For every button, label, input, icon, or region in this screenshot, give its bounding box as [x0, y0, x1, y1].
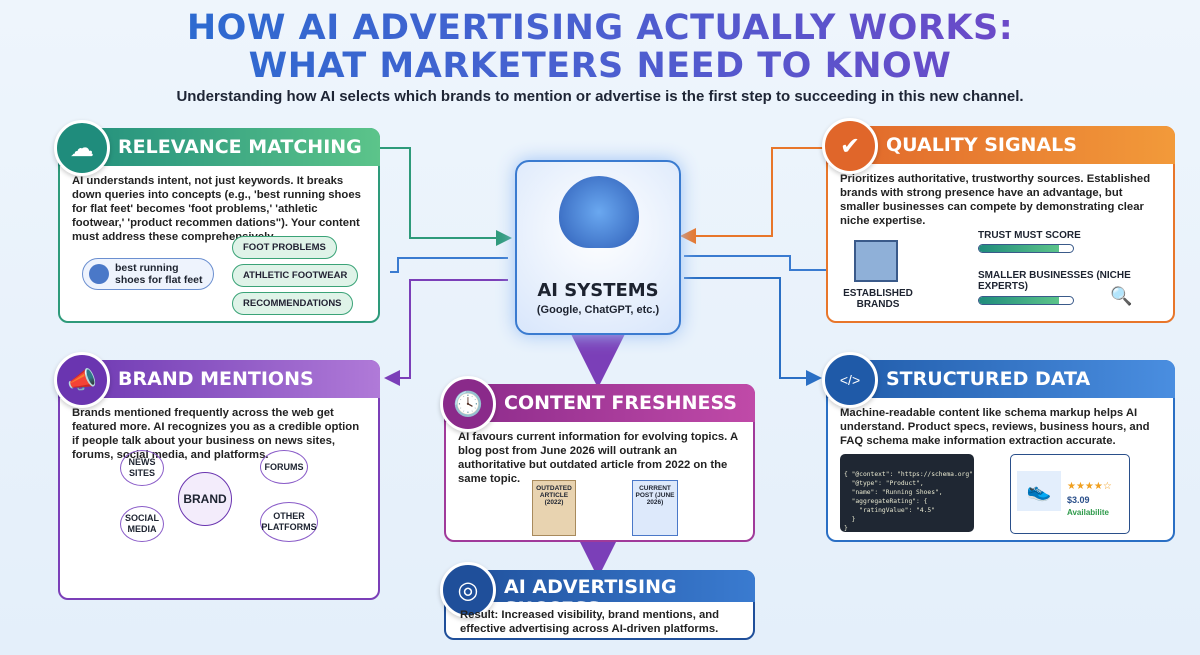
quality-text: Prioritizes authoritative, trustworthy s… — [840, 173, 1151, 227]
quality-signals-card: QUALITY SIGNALS ✔ Prioritizes authoritat… — [822, 118, 1175, 323]
brain-chat-icon: ☁ — [54, 120, 110, 176]
clock-icon: 🕓 — [440, 376, 496, 432]
node-news-sites: NEWS SITES — [120, 450, 164, 486]
freshness-text: AI favours current information for evolv… — [458, 431, 738, 485]
success-text: Result: Increased visibility, brand ment… — [460, 609, 720, 635]
established-label: ESTABLISHED BRANDS — [843, 288, 913, 310]
relevance-title: RELEVANCE MATCHING — [118, 136, 362, 158]
shield-check-icon: ✔ — [822, 118, 878, 174]
outdated-label: OUTDATED ARTICLE (2022) — [536, 485, 572, 506]
ai-systems-subtitle: (Google, ChatGPT, etc.) — [536, 304, 660, 316]
shoe-icon: 👟 — [1017, 471, 1061, 511]
title-line-2: WHAT MARKETERS NEED TO KNOW — [0, 46, 1200, 86]
smaller-label: SMALLER BUSINESSES (NICHE EXPERTS) — [978, 270, 1131, 292]
megaphone-icon: 📣 — [54, 352, 110, 408]
target-icon: ◎ — [440, 562, 496, 618]
current-label: CURRENT POST (JUNE 2026) — [635, 485, 675, 506]
smaller-bar — [978, 296, 1074, 305]
node-social-media: SOCIAL MEDIA — [120, 506, 164, 542]
content-freshness-card: CONTENT FRESHNESS 🕓 AI favours current i… — [440, 376, 755, 542]
node-other-platforms: OTHER PLATFORMS — [260, 502, 318, 542]
current-post: CURRENT POST (JUNE 2026) — [632, 480, 678, 536]
node-forums: FORUMS — [260, 450, 308, 484]
structured-data-card: STRUCTURED DATA </> Machine-readable con… — [822, 352, 1175, 542]
rating-stars: ★★★★☆ — [1067, 481, 1112, 492]
ai-systems-box: AI SYSTEMS (Google, ChatGPT, etc.) — [515, 160, 681, 335]
query-text: best running shoes for flat feet — [115, 262, 203, 286]
concept-pill: RECOMMENDATIONS — [232, 292, 353, 315]
brain-gears-icon — [559, 176, 639, 248]
query-bubble: best running shoes for flat feet — [82, 258, 214, 290]
title-line-1: HOW AI ADVERTISING ACTUALLY WORKS: — [0, 8, 1200, 48]
user-icon — [89, 264, 109, 284]
structured-text: Machine-readable content like schema mar… — [840, 407, 1150, 447]
price: $3.09 — [1067, 495, 1090, 505]
structured-title: STRUCTURED DATA — [886, 368, 1091, 390]
schema-code-window: { "@context": "https://schema.org", "@ty… — [840, 454, 974, 532]
product-page: 👟 ★★★★☆ $3.09 Availabilite — [1010, 454, 1130, 534]
code-window-icon: </> — [822, 352, 878, 408]
freshness-title: CONTENT FRESHNESS — [504, 392, 737, 414]
brand-mentions-card: BRAND MENTIONS 📣 Brands mentioned freque… — [54, 352, 380, 600]
concept-pill: ATHLETIC FOOTWEAR — [232, 264, 359, 287]
success-card: AI ADVERTISING SUCCESS ◎ Result: Increas… — [440, 562, 755, 640]
trust-label: TRUST MUST SCORE — [978, 230, 1081, 241]
trust-bar — [978, 244, 1074, 253]
brand-title: BRAND MENTIONS — [118, 368, 314, 390]
availability: Availabilite — [1067, 508, 1109, 517]
quality-title: QUALITY SIGNALS — [886, 134, 1077, 156]
concept-pill: FOOT PROBLEMS — [232, 236, 337, 259]
brand-text: Brands mentioned frequently across the w… — [72, 407, 360, 461]
building-icon — [854, 240, 898, 282]
ai-systems-title: AI SYSTEMS — [537, 280, 659, 301]
magnifier-icon: 🔍 — [1110, 286, 1133, 306]
success-title: AI ADVERTISING SUCCESS — [504, 576, 677, 620]
outdated-article: OUTDATED ARTICLE (2022) — [532, 480, 576, 536]
relevance-text: AI understands intent, not just keywords… — [72, 175, 361, 243]
brand-hub: BRAND — [178, 472, 232, 526]
relevance-matching-card: RELEVANCE MATCHING ☁ AI understands inte… — [54, 120, 380, 323]
subtitle: Understanding how AI selects which brand… — [176, 88, 1024, 105]
